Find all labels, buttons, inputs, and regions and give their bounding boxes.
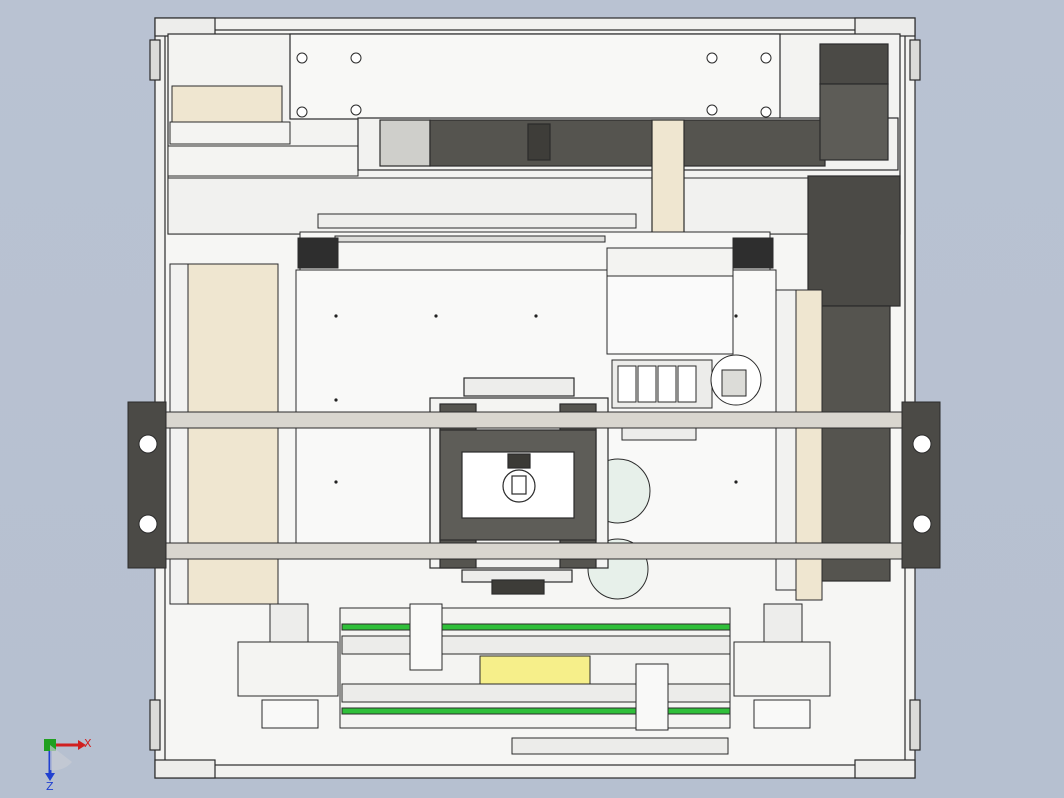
x-axis-label: X (84, 737, 92, 750)
right-rod-block (901, 401, 941, 569)
guide-rods (149, 411, 911, 560)
center-fixture (429, 377, 609, 595)
left-rod-block (127, 401, 167, 569)
z-axis-label: Z (46, 780, 54, 793)
tool-head (606, 247, 762, 441)
axis-triad: X Z (44, 737, 92, 793)
linear-rail (297, 213, 774, 273)
lower-conveyor (237, 603, 831, 755)
